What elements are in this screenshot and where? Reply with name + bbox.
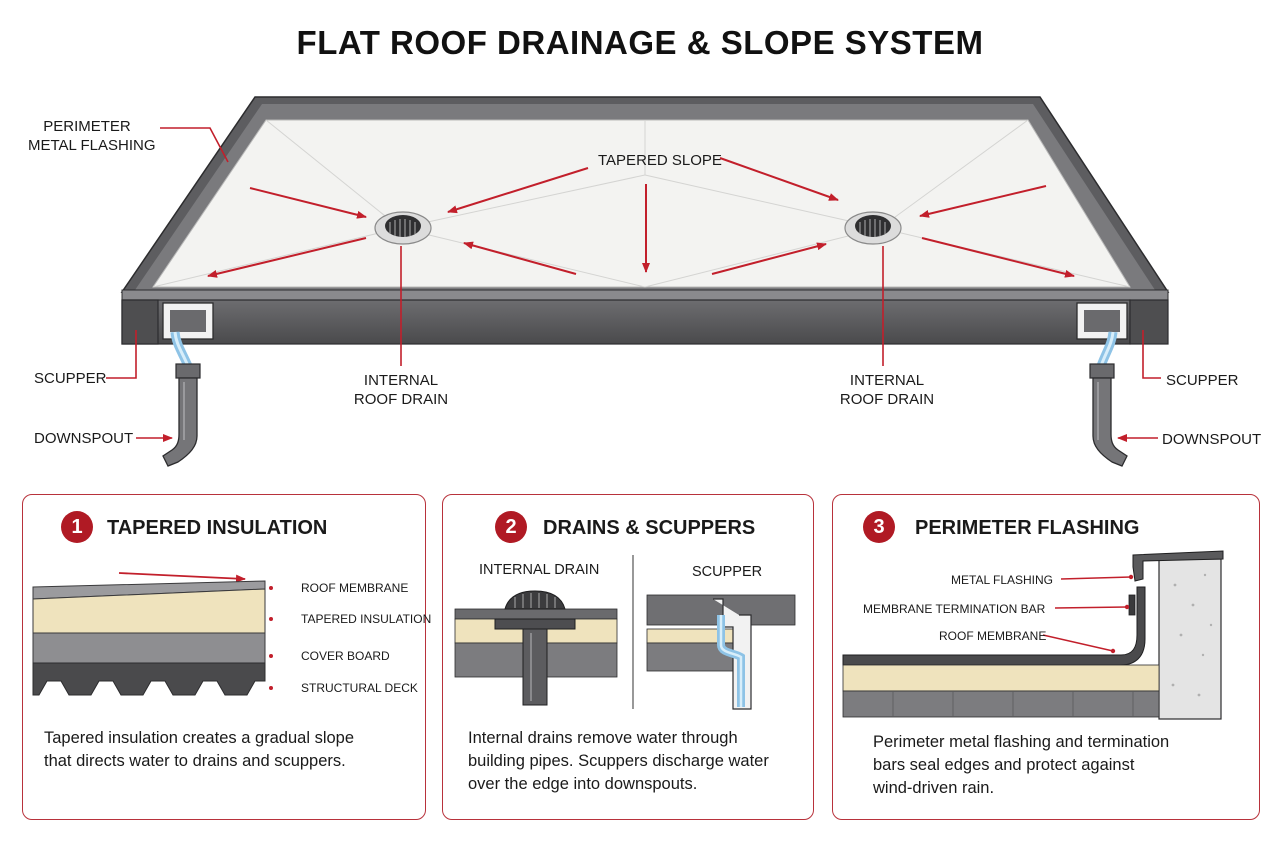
panel-drains-scuppers: 2 DRAINS & SCUPPERS INTERNAL DRAIN SCUPP… <box>442 494 814 820</box>
label-tapered-slope: TAPERED SLOPE <box>598 152 722 169</box>
label-internal-drain-right: INTERNAL ROOF DRAIN <box>834 371 940 409</box>
label-internal-drain-right-line2: ROOF DRAIN <box>839 391 935 408</box>
panel-2-description: Internal drains remove water through bui… <box>468 729 769 793</box>
panel-3-description: Perimeter metal flashing and termination… <box>873 733 1170 797</box>
layer-label-cover-board: COVER BOARD <box>301 649 390 663</box>
sub-label-internal-drain: INTERNAL DRAIN <box>479 562 600 578</box>
label-internal-drain-left: INTERNAL ROOF DRAIN <box>348 371 454 409</box>
panel-3-number-badge: 3 <box>863 511 895 543</box>
layer-label-structural-deck: STRUCTURAL DECK <box>301 681 418 695</box>
front-fascia <box>121 289 1169 345</box>
label-downspout-left: DOWNSPOUT <box>34 430 134 447</box>
internal-drain-right <box>844 211 902 245</box>
label-scupper-left: SCUPPER <box>34 370 107 387</box>
callout-metal-flashing: METAL FLASHING <box>951 573 1054 587</box>
scupper-right <box>1076 302 1128 368</box>
layer-label-tapered-insulation: TAPERED INSULATION <box>301 612 432 626</box>
sub-label-scupper: SCUPPER <box>692 564 763 580</box>
layer-label-roof-membrane: ROOF MEMBRANE <box>301 581 409 595</box>
downspout-left <box>162 363 201 467</box>
label-internal-drain-left-line1: INTERNAL <box>363 372 439 389</box>
panel-tapered-insulation: 1 TAPERED INSULATION ROOF MEMBRANE TAPER… <box>22 494 431 820</box>
panel-2-heading: DRAINS & SCUPPERS <box>543 517 756 539</box>
drains-scuppers-sections <box>454 555 796 710</box>
label-scupper-right: SCUPPER <box>1166 372 1239 389</box>
panel-1-number-badge: 1 <box>61 511 93 543</box>
perimeter-flashing-section <box>842 550 1224 720</box>
downspout-right <box>1089 363 1128 467</box>
structural-deck-layer <box>32 662 266 696</box>
internal-drain-section <box>454 590 618 706</box>
scupper-section <box>646 594 796 710</box>
panel-2-number-badge: 2 <box>495 511 527 543</box>
label-downspout-right: DOWNSPOUT <box>1162 431 1262 448</box>
roof-membrane-surface <box>152 119 1131 288</box>
label-internal-drain-left-line2: ROOF DRAIN <box>353 391 449 408</box>
label-perimeter-flashing-line1: PERIMETER <box>43 118 131 135</box>
cover-board-layer <box>32 632 266 664</box>
panel-3-heading: PERIMETER FLASHING <box>915 517 1140 539</box>
tapered-insulation-section <box>32 572 273 696</box>
label-perimeter-flashing-line2: METAL FLASHING <box>28 137 156 154</box>
slope-arrows <box>207 157 1075 278</box>
leader-lines <box>106 127 1161 442</box>
panel-1-description: Tapered insulation creates a gradual slo… <box>44 729 355 770</box>
roof-illustration <box>106 96 1170 467</box>
panel-1-heading: TAPERED INSULATION <box>107 517 328 539</box>
internal-drain-left <box>374 211 432 245</box>
label-perimeter-flashing: PERIMETER METAL FLASHING <box>28 117 156 155</box>
callout-membrane-termination-bar: MEMBRANE TERMINATION BAR <box>863 602 1046 616</box>
panel-perimeter-flashing: 3 PERIMETER FLASHING METAL FLASHING MEMB… <box>832 494 1260 820</box>
page-title: FLAT ROOF DRAINAGE & SLOPE SYSTEM <box>296 24 984 61</box>
scupper-left <box>162 302 214 368</box>
callout-roof-membrane: ROOF MEMBRANE <box>939 629 1047 643</box>
label-internal-drain-right-line1: INTERNAL <box>849 372 925 389</box>
